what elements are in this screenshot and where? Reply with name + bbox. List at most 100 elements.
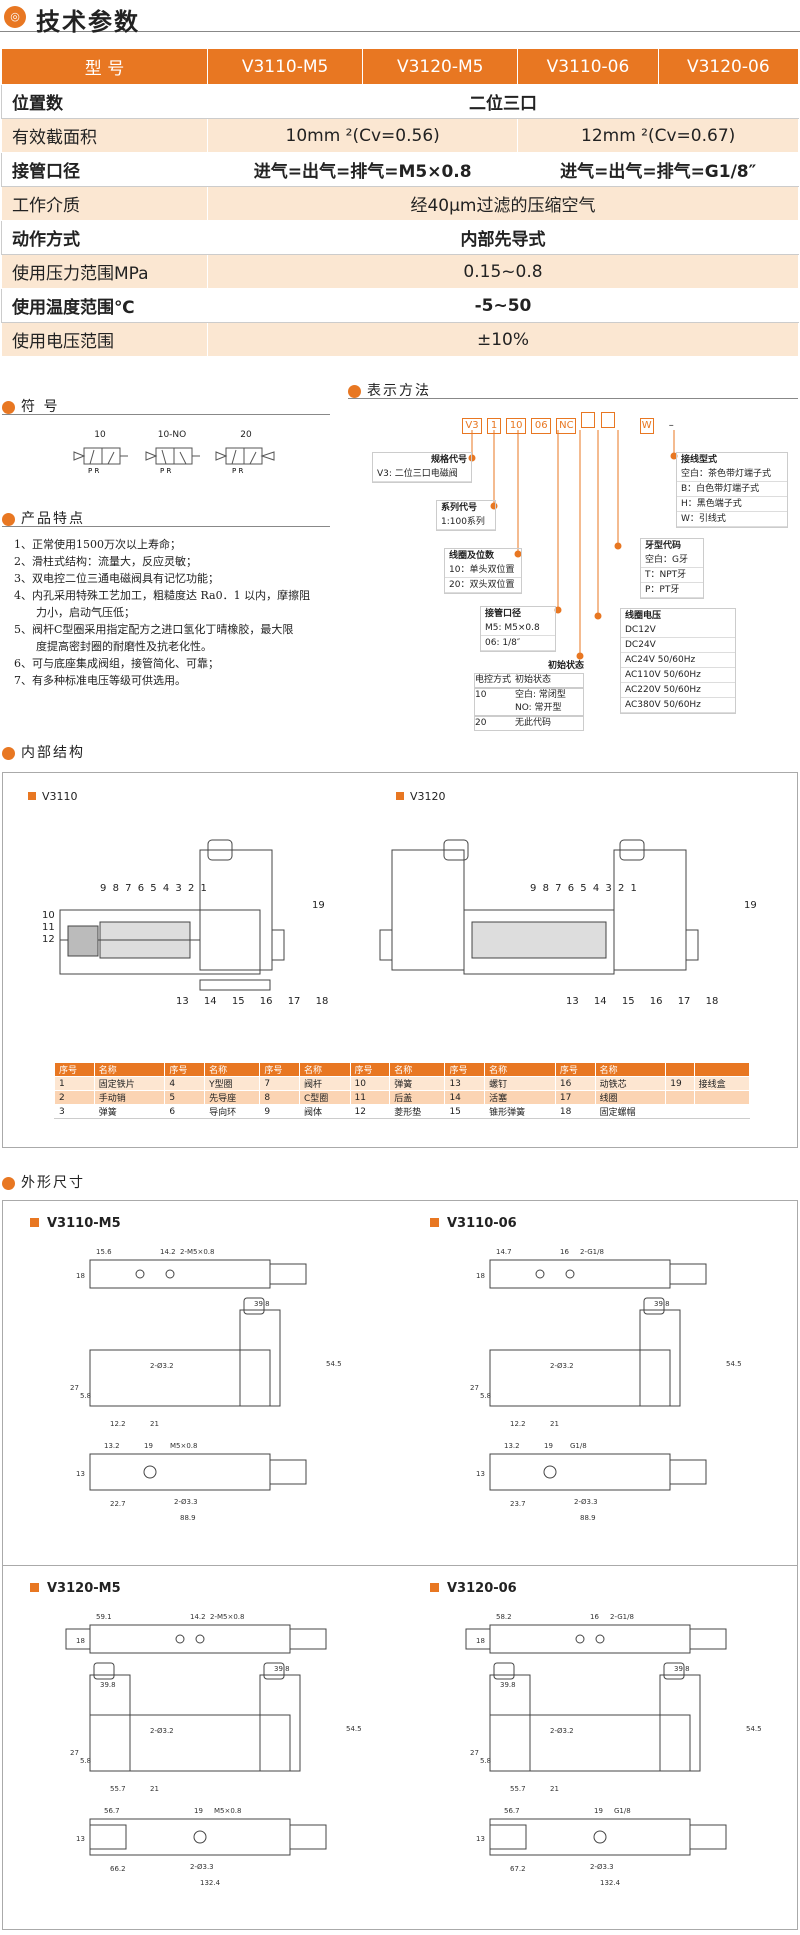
callout-number: 17 [677, 996, 691, 1007]
callout-number: 16 [259, 996, 273, 1007]
group-line: AC110V 50/60Hz [621, 668, 735, 683]
dimension-value: 18 [476, 1272, 485, 1280]
dimension-value: 14.2 [160, 1248, 176, 1256]
part-name: Y型圈 [204, 1076, 261, 1091]
part-number: 7 [259, 1076, 301, 1091]
symbol-10: 10 P R [70, 430, 130, 478]
coil-outline [269, 1459, 307, 1485]
dimension-value: 39.8 [500, 1681, 516, 1689]
port-hole-icon [593, 1830, 607, 1844]
dimension-value: 14.7 [496, 1248, 512, 1256]
group-line: M5: M5×0.8 [481, 621, 555, 636]
callout-number: 8 [112, 883, 119, 894]
group-line: DC24V [621, 638, 735, 653]
spec-row: 位置数 二位三口 [1, 84, 799, 119]
label-marker-icon [30, 1218, 39, 1227]
dimension-value: 18 [76, 1272, 85, 1280]
model-name: V3110-M5 [47, 1216, 121, 1231]
group-line: T：NPT牙 [641, 568, 703, 583]
group-line: 06: 1/8″ [481, 636, 555, 651]
dimension-value: 54.5 [726, 1360, 742, 1368]
callout-number: 1 [200, 883, 207, 894]
group-line: AC380V 50/60Hz [621, 698, 735, 713]
coil-outline [89, 1674, 131, 1772]
part-name: 弹簧 [389, 1076, 446, 1091]
part-number: 13 [444, 1076, 486, 1091]
dimension-value: 67.2 [510, 1865, 526, 1873]
valve-body-outline [489, 1349, 671, 1407]
coil-outline [659, 1674, 701, 1772]
callouts-top-v3120: 9 8 7 6 5 4 3 2 1 [530, 883, 637, 894]
part-name: 先导座 [204, 1090, 261, 1105]
spec-label: 位置数 [1, 84, 208, 119]
group-line: 1:100系列 [437, 515, 495, 530]
dimension-value: 15.6 [96, 1248, 112, 1256]
callouts-left: 10 11 12 [42, 910, 55, 946]
spec-value: ±10% [207, 322, 799, 357]
group-title: 线圈电压 [625, 611, 662, 621]
group-title: 接管口径 [485, 609, 522, 619]
callout-number: 5 [580, 883, 587, 894]
callout-number: 5 [150, 883, 157, 894]
thread-code-group: 牙型代码 空白：G牙 T：NPT牙 P：PT牙 [640, 538, 704, 599]
code-dash: – [668, 420, 674, 431]
parts-header: 名称 [389, 1062, 446, 1077]
spec-label: 使用电压范围 [1, 322, 208, 357]
dimension-value: 2-Ø3.3 [190, 1863, 214, 1871]
parts-header-row: 序号名称 序号名称 序号名称 序号名称 序号名称 序号名称 [54, 1062, 751, 1077]
order-code: V3 1 10 06 NC W – [462, 412, 722, 434]
svg-text:P R: P R [160, 467, 171, 474]
dimension-value: 55.7 [110, 1785, 126, 1793]
group-line: 初始状态 [515, 675, 552, 685]
symbols-heading: 符 号 [2, 396, 330, 418]
section-bullet-icon [348, 384, 361, 398]
ordering-heading: 表示方法 [348, 380, 798, 402]
valve-body-outline [489, 1818, 691, 1856]
dimension-value: 18 [476, 1637, 485, 1645]
group-line: 20：双头双位置 [445, 578, 521, 593]
group-line: NO: 常开型 [515, 703, 562, 713]
part-name: 锥形弹簧 [484, 1104, 556, 1119]
group-line: W：引线式 [677, 512, 787, 527]
dimension-value: 39.8 [674, 1665, 690, 1673]
divider [348, 398, 798, 399]
part-name [693, 1090, 751, 1105]
callout-number: 2 [187, 883, 195, 894]
divider [2, 414, 330, 415]
dimension-value: 13.2 [104, 1442, 120, 1450]
group-line: 空白：G牙 [641, 553, 703, 568]
spec-value: 经40μm过滤的压缩空气 [207, 186, 799, 221]
group-line: DC12V [621, 623, 735, 638]
callout-number: 8 [542, 883, 549, 894]
spec-row: 使用电压范围 ±10% [1, 322, 799, 357]
group-line: V3: 二位三口电磁阀 [373, 467, 471, 482]
symbol-label: 20 [240, 430, 252, 440]
dimension-value: 21 [550, 1420, 559, 1428]
parts-header: 名称 [93, 1062, 166, 1077]
group-line: 无此代码 [515, 718, 552, 728]
state-row: 电控方式初始状态 [474, 673, 584, 688]
section-bullet-icon [2, 512, 15, 526]
port-hole-icon [195, 1634, 205, 1644]
port-hole-icon [135, 1269, 145, 1279]
coil-outline [259, 1674, 301, 1772]
part-name: 固定螺帽 [594, 1104, 667, 1119]
callout-right-v3110: 19 [312, 900, 325, 911]
symbol-label: 10-NO [157, 430, 187, 440]
callout-number: 6 [137, 883, 145, 894]
dimension-value: 54.5 [326, 1360, 342, 1368]
dimension-value: 55.7 [510, 1785, 526, 1793]
valve-symbol-icon: P R [145, 447, 200, 475]
callout-number: 15 [231, 996, 245, 1007]
part-number: 8 [259, 1090, 301, 1105]
parts-header: 序号 [259, 1062, 301, 1077]
dimension-value: 13 [476, 1470, 485, 1478]
divider [2, 526, 330, 527]
port-hole-icon [175, 1634, 185, 1644]
svg-text:P R: P R [232, 467, 243, 474]
coil-outline [489, 1674, 531, 1772]
valve-body-outline [89, 1624, 291, 1654]
parts-header: 名称 [204, 1062, 261, 1077]
